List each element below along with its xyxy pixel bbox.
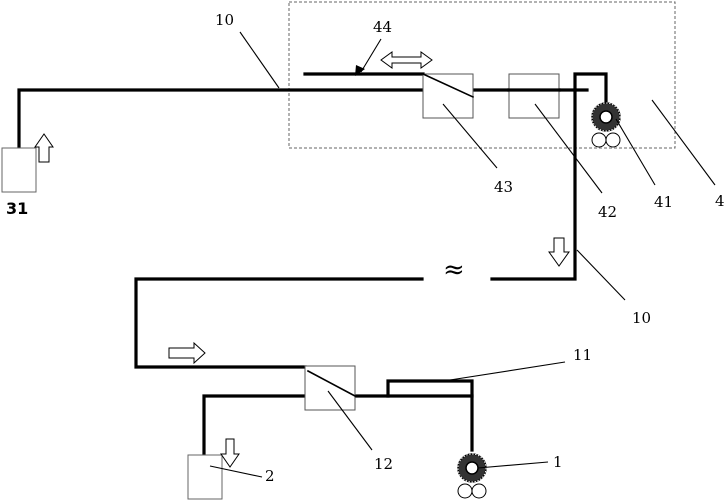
- unit-43-box: [422, 73, 474, 119]
- leader-43: [442, 103, 498, 169]
- leader-41: [615, 118, 656, 186]
- down-arrow-icon-bottom: [220, 438, 240, 468]
- label-10-top: 10: [215, 11, 234, 29]
- label-31: 31: [6, 199, 28, 218]
- right-arrow-icon: [168, 341, 206, 365]
- branch-pipe-11: [386, 379, 474, 452]
- pipeline-top-left: [17, 88, 425, 160]
- leader-2: [209, 465, 263, 478]
- module-boundary: [288, 1, 676, 149]
- leader-44-arrowhead: [355, 65, 365, 76]
- pipeline-right-down: [490, 88, 577, 281]
- container-2: [187, 454, 223, 500]
- leader-44: [360, 38, 382, 73]
- label-43: 43: [494, 178, 513, 196]
- roller-41: [591, 102, 621, 148]
- leader-42: [534, 103, 603, 194]
- label-11: 11: [573, 346, 592, 364]
- break-symbol: ≈: [443, 255, 465, 285]
- leader-1: [477, 461, 549, 469]
- leader-10-right: [576, 249, 626, 301]
- leader-10-top: [239, 31, 280, 89]
- label-41: 41: [654, 193, 673, 211]
- leader-11: [449, 361, 566, 381]
- pipeline-to-container-2: [202, 394, 307, 455]
- unit-12-switch-blade: [306, 369, 357, 398]
- roller-1: [457, 453, 487, 499]
- label-4: 4: [715, 192, 725, 210]
- label-2: 2: [265, 467, 275, 485]
- label-42: 42: [598, 203, 617, 221]
- unit-43-switch-blade: [421, 72, 475, 99]
- leader-4: [651, 99, 716, 186]
- label-10-right: 10: [632, 309, 651, 327]
- double-arrow-icon: [380, 51, 433, 69]
- label-1: 1: [553, 453, 563, 471]
- label-12: 12: [374, 455, 393, 473]
- label-44: 44: [373, 18, 392, 36]
- container-31: [1, 147, 37, 193]
- leader-12: [327, 390, 373, 451]
- down-arrow-icon: [548, 237, 570, 267]
- pipeline-bottom-left: [134, 277, 424, 369]
- up-arrow-icon: [34, 133, 54, 163]
- unit-42-box: [508, 73, 560, 119]
- pipeline-loop-41: [573, 72, 608, 106]
